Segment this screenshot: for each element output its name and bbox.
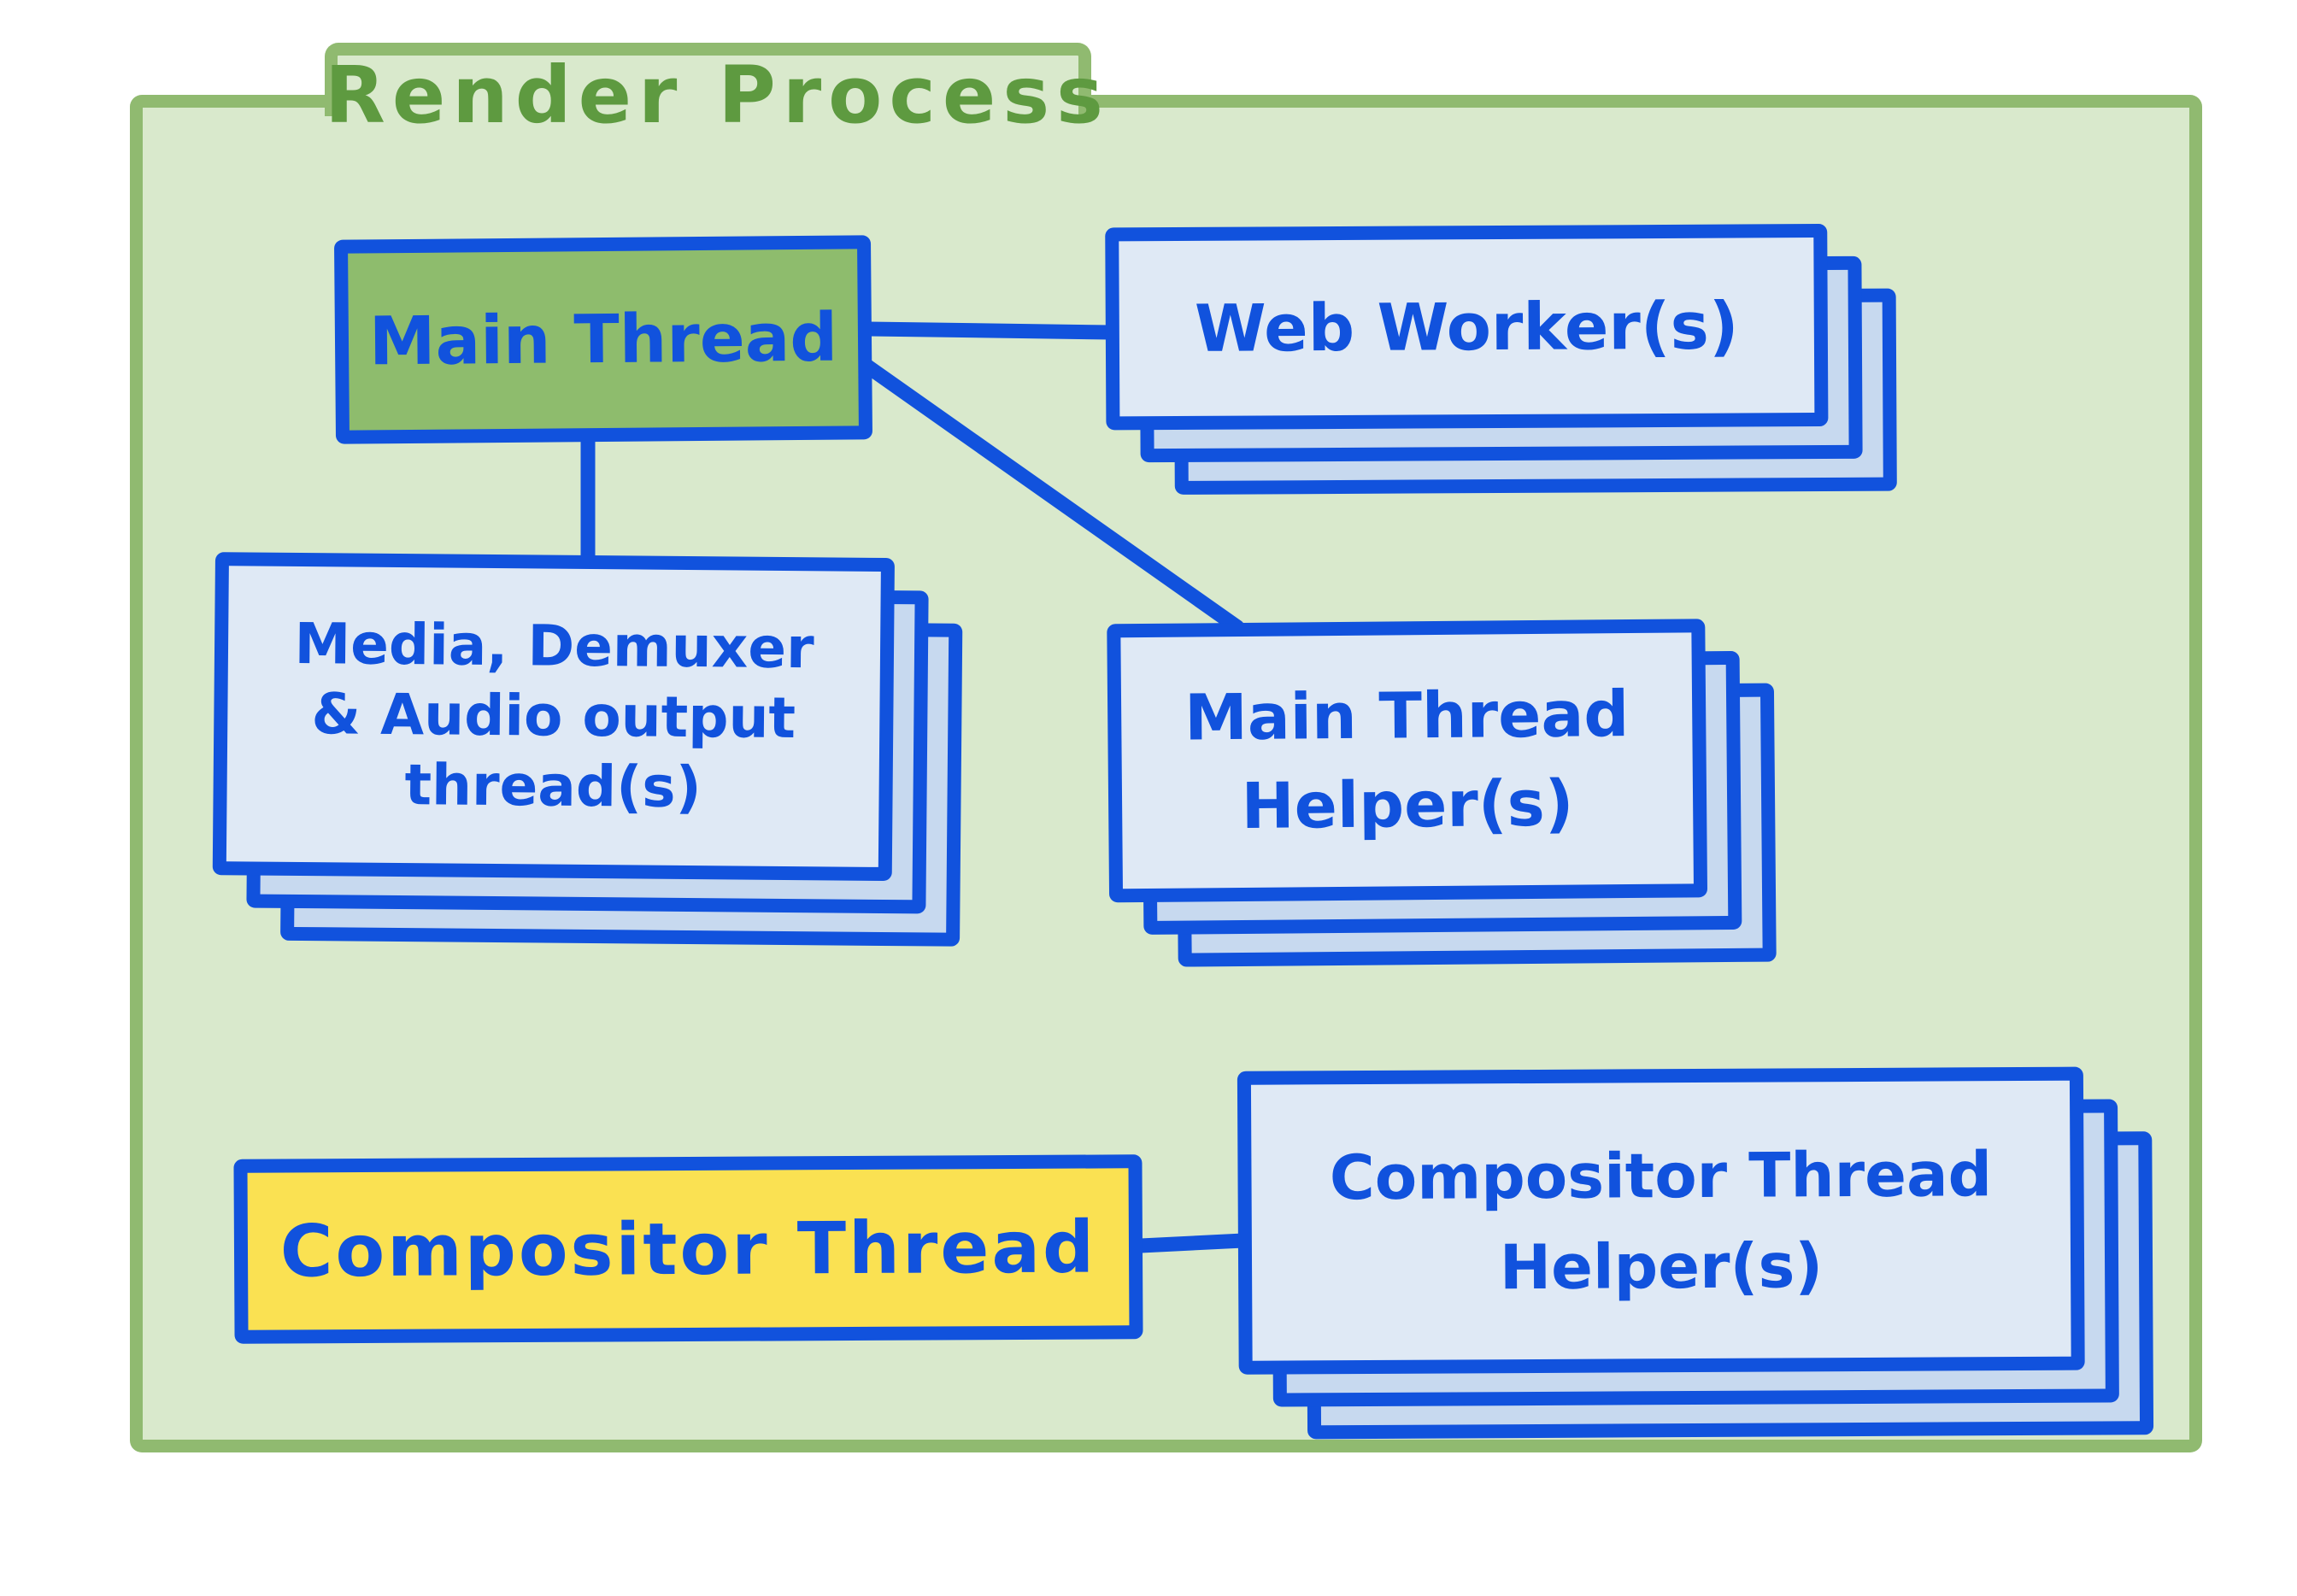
web-workers-stack-card-front: Web Worker(s) xyxy=(1105,223,1829,431)
compositor-helpers-stack-card-front: Compositor Thread Helper(s) xyxy=(1237,1066,2085,1375)
compositor-helpers-label-line-1: Compositor Thread xyxy=(1329,1137,1993,1213)
edge-compositor-thread-compositor-thread-helpers xyxy=(1133,1233,1251,1253)
node-web-workers: Web Worker(s) xyxy=(1105,223,1897,495)
main-thread-label: Main Thread xyxy=(368,299,838,380)
edge-main-thread-web-workers xyxy=(861,321,1119,340)
edge-main-thread-main-thread-helpers xyxy=(859,358,1245,635)
node-compositor-thread: Compositor Thread xyxy=(233,1154,1143,1344)
node-compositor-thread-helpers: Compositor Thread Helper(s) xyxy=(1237,1066,2154,1446)
main-thread-helpers-stack-card-front: Main Thread Helper(s) xyxy=(1107,619,1708,903)
node-main-thread-helpers: Main Thread Helper(s) xyxy=(1107,619,1777,968)
diagram-title: Render Process xyxy=(325,50,1110,141)
media-label-line-3: thread(s) xyxy=(404,752,702,821)
web-workers-label: Web Worker(s) xyxy=(1194,287,1739,367)
node-main-thread: Main Thread xyxy=(333,235,873,444)
compositor-helpers-label-line-2: Helper(s) xyxy=(1499,1229,1824,1303)
main-thread-helpers-label-line-1: Main Thread xyxy=(1184,678,1630,755)
media-stack-card-front: Media, Demuxer & Audio output thread(s) xyxy=(212,552,895,882)
main-thread-helpers-label-line-2: Helper(s) xyxy=(1241,766,1574,843)
media-label-line-1: Media, Demuxer xyxy=(294,610,814,682)
compositor-thread-label: Compositor Thread xyxy=(279,1205,1097,1294)
node-media-demuxer-audio-threads: Media, Demuxer & Audio output thread(s) xyxy=(212,552,972,950)
media-label-line-2: & Audio output xyxy=(311,681,796,752)
render-process-folder-tab xyxy=(325,43,1091,116)
